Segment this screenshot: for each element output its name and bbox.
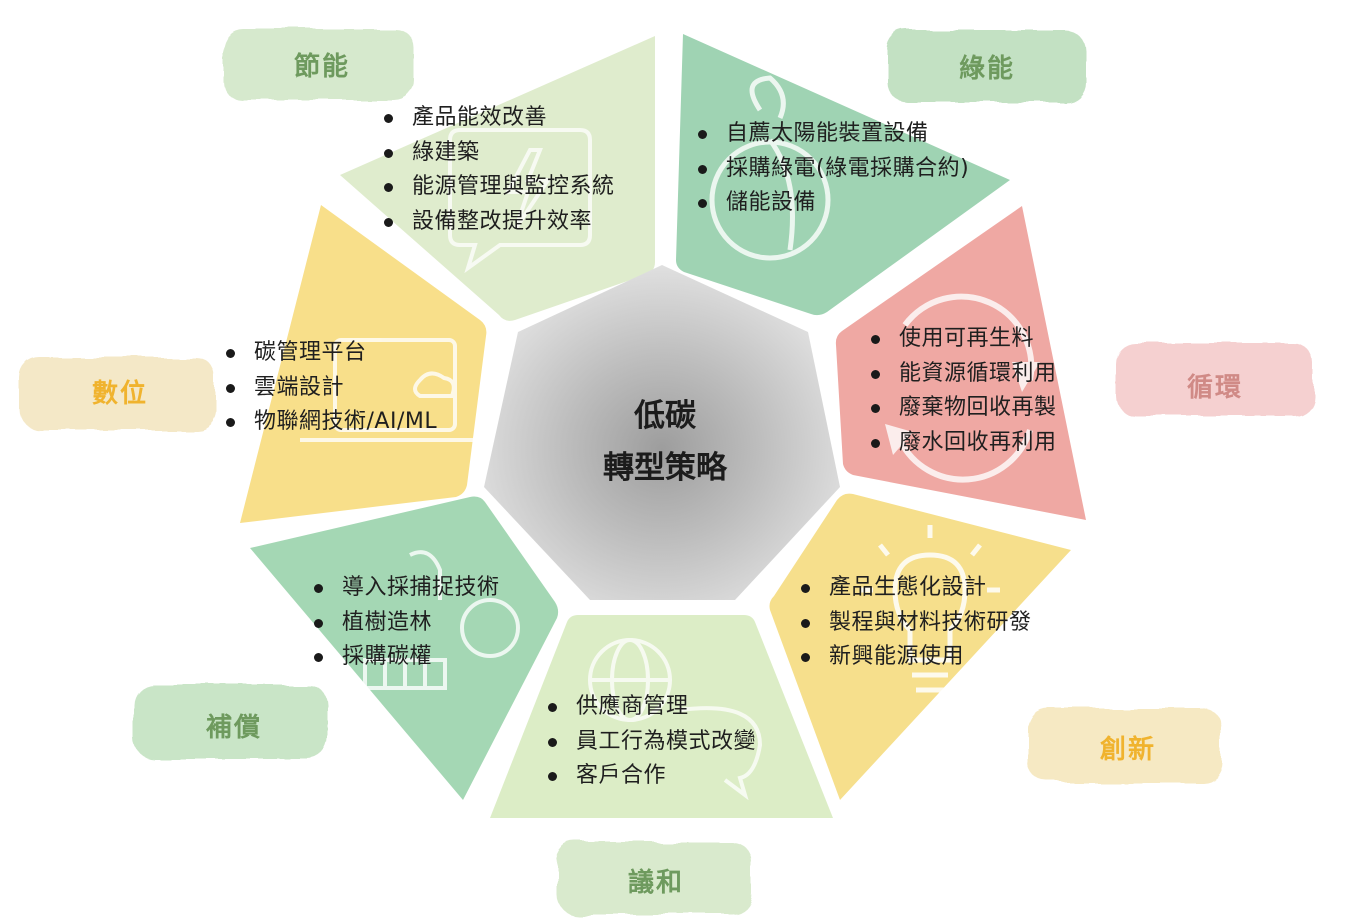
list-item: 導入採捕捉技術 xyxy=(310,571,500,606)
tag-bg-innovation xyxy=(1028,708,1222,782)
list-circular: 使用可再生料 能資源循環利用 廢棄物回收再製 廢水回收再利用 xyxy=(867,322,1057,460)
list-digital: 碳管理平台 雲端設計 物聯網技術/AI/ML xyxy=(222,336,437,440)
list-item: 植樹造林 xyxy=(310,606,500,641)
segment-energy-saving xyxy=(340,36,655,321)
list-item: 員工行為模式改變 xyxy=(544,725,756,760)
list-item: 使用可再生料 xyxy=(867,322,1057,357)
list-item: 廢棄物回收再製 xyxy=(867,391,1057,426)
tag-digital: 數位 xyxy=(91,378,148,409)
list-green-energy: 自薦太陽能裝置設備 採購綠電(綠電採購合約) 儲能設備 xyxy=(694,117,969,221)
list-item: 能資源循環利用 xyxy=(867,357,1057,392)
list-item: 新興能源使用 xyxy=(797,640,1032,675)
segment-digital xyxy=(240,205,487,523)
tag-circular: 循環 xyxy=(1186,372,1243,403)
list-item: 採購綠電(綠電採購合約) xyxy=(694,152,969,187)
leaf-circle-icon xyxy=(709,75,831,261)
list-item: 供應商管理 xyxy=(544,690,756,725)
list-item: 綠建築 xyxy=(380,136,615,171)
tag-innovation: 創新 xyxy=(1099,734,1156,765)
segment-green-energy xyxy=(676,34,1010,316)
list-item: 儲能設備 xyxy=(694,186,969,221)
tag-negotiation: 議和 xyxy=(627,867,684,898)
segment-innovation xyxy=(769,493,1071,800)
list-item: 設備整改提升效率 xyxy=(380,205,615,240)
center-title: 低碳 轉型策略 xyxy=(540,390,790,494)
co2-factory-icon xyxy=(363,550,520,690)
list-negotiation: 供應商管理 員工行為模式改變 客戶合作 xyxy=(544,690,756,794)
tag-bg-compensation xyxy=(134,685,328,759)
segment-compensation xyxy=(250,496,559,800)
center-title-line1: 低碳 xyxy=(634,398,696,434)
center-heptagon xyxy=(484,265,840,600)
recycle-arrow-icon xyxy=(885,293,1040,483)
list-item: 物聯網技術/AI/ML xyxy=(222,405,437,440)
tag-bg-negotiation xyxy=(556,842,752,914)
list-item: 採購碳權 xyxy=(310,640,500,675)
list-item: 碳管理平台 xyxy=(222,336,437,371)
list-item: 自薦太陽能裝置設備 xyxy=(694,117,969,152)
center-title-line2: 轉型策略 xyxy=(603,450,727,486)
list-item: 製程與材料技術研發 xyxy=(797,606,1032,641)
tag-compensation: 補償 xyxy=(205,712,262,743)
list-item: 客戶合作 xyxy=(544,759,756,794)
globe-chat-icon xyxy=(588,638,763,801)
tag-green-energy: 綠能 xyxy=(958,53,1015,84)
list-item: 能源管理與監控系統 xyxy=(380,170,615,205)
list-item: 產品生態化設計 xyxy=(797,571,1032,606)
tag-bg-energy-saving xyxy=(222,28,414,100)
tag-energy-saving: 節能 xyxy=(293,51,350,82)
tag-bg-green-energy xyxy=(887,30,1085,102)
list-compensation: 導入採捕捉技術 植樹造林 採購碳權 xyxy=(310,571,500,675)
list-item: 廢水回收再利用 xyxy=(867,426,1057,461)
tag-bg-digital xyxy=(20,358,216,430)
laptop-cloud-icon xyxy=(300,338,490,442)
list-energy-saving: 產品能效改善 綠建築 能源管理與監控系統 設備整改提升效率 xyxy=(380,101,615,239)
segment-negotiation xyxy=(490,615,833,818)
lightning-bubble-icon xyxy=(448,128,592,274)
lightbulb-icon xyxy=(860,525,1000,693)
list-item: 產品能效改善 xyxy=(380,101,615,136)
list-innovation: 產品生態化設計 製程與材料技術研發 新興能源使用 xyxy=(797,571,1032,675)
tag-bg-circular xyxy=(1115,343,1313,415)
list-item: 雲端設計 xyxy=(222,371,437,406)
